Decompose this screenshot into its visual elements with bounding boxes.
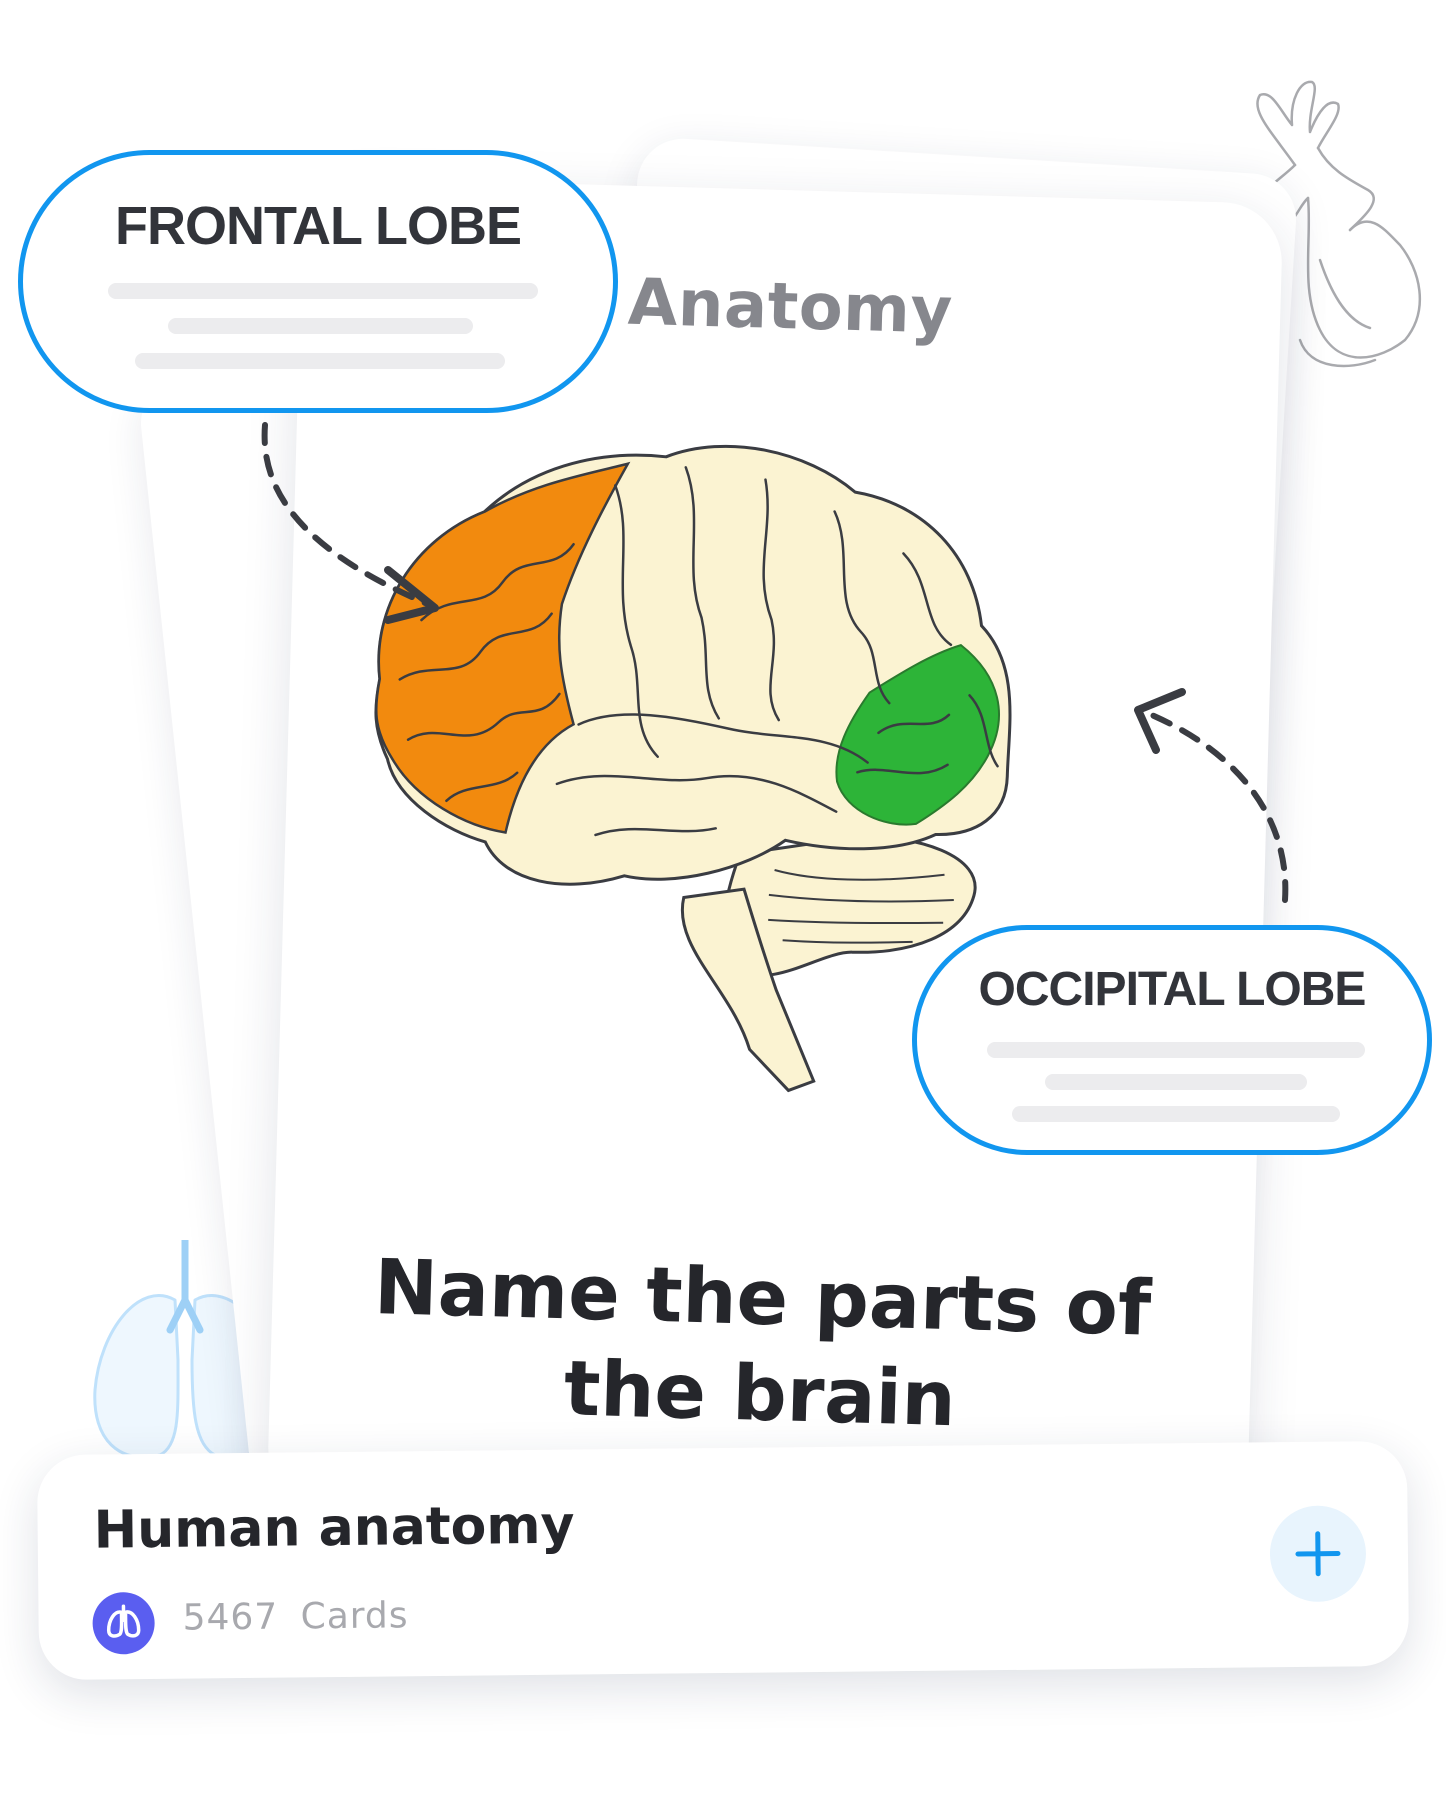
card-count: 5467 [182, 1596, 279, 1639]
flashcard[interactable]: Anatomy [266, 176, 1284, 1534]
label-frontal-lobe-title: FRONTAL LOBE [115, 196, 522, 256]
placeholder-line [108, 283, 538, 299]
placeholder-line [135, 353, 505, 369]
arrow-frontal [261, 422, 439, 624]
arrow-occipital [1134, 688, 1289, 903]
lungs-icon [92, 1591, 155, 1655]
placeholder-line [1045, 1074, 1307, 1090]
label-occipital-lobe-title: OCCIPITAL LOBE [978, 963, 1367, 1016]
card-count-unit: Cards [300, 1595, 409, 1638]
label-frontal-lobe[interactable]: FRONTAL LOBE [18, 150, 618, 413]
deck-card[interactable]: Human anatomy 5467 Cards [36, 1440, 1410, 1681]
deck-title: Human anatomy [93, 1495, 575, 1561]
plus-icon [1295, 1531, 1341, 1577]
card-question: Name the parts of the brain [373, 1241, 1153, 1444]
placeholder-line [168, 318, 473, 334]
brain-illustration [374, 444, 1012, 1093]
label-occipital-lobe[interactable]: OCCIPITAL LOBE [912, 925, 1432, 1155]
add-deck-button[interactable] [1269, 1505, 1367, 1603]
placeholder-line [1012, 1106, 1340, 1122]
placeholder-line [987, 1042, 1365, 1058]
